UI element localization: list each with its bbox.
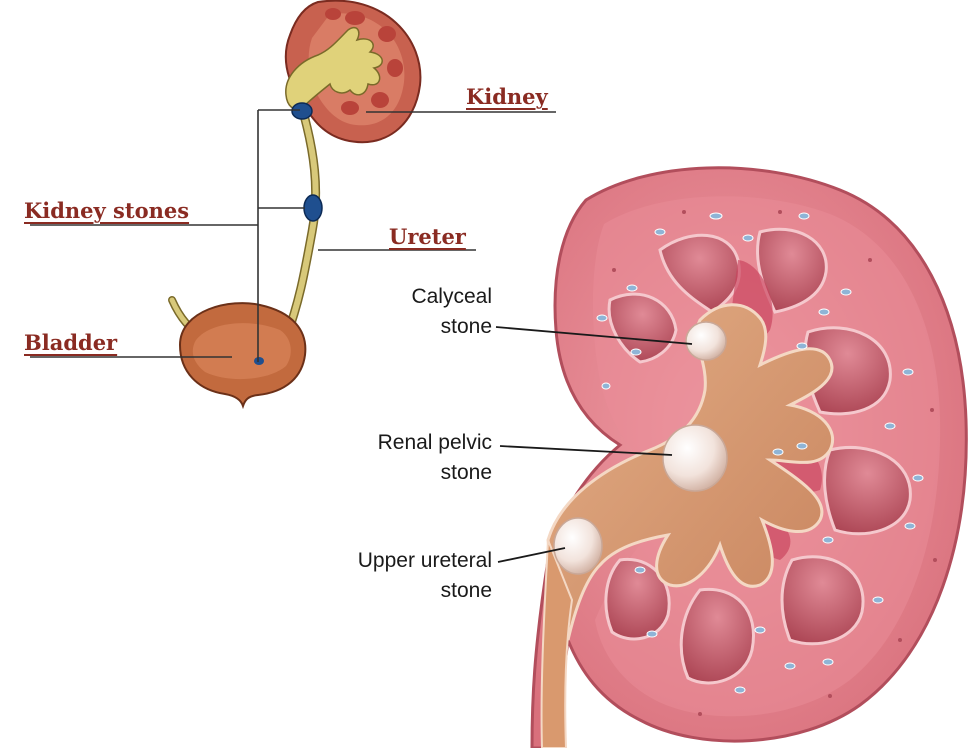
label-calyceal-line2: stone	[440, 315, 492, 338]
stone-leader-lines	[495, 326, 693, 563]
label-calyceal-stone: Calyceal stone	[352, 282, 492, 342]
urinary-tract-overview	[30, 0, 556, 410]
label-calyceal-line1: Calyceal	[411, 285, 492, 308]
kidney-cross-section	[495, 166, 968, 748]
calyceal-stone	[685, 321, 727, 361]
small-kidney-pyramids	[325, 8, 403, 115]
vessel-dots	[596, 212, 924, 694]
label-renal-pelvic-stone: Renal pelvic stone	[320, 428, 492, 488]
label-renal-pelvic-line1: Renal pelvic	[377, 431, 492, 454]
label-kidney-stones: Kidney stones	[24, 198, 190, 223]
label-upper-ureteral-stone: Upper ureteral stone	[292, 546, 492, 606]
upper-ureteral-stone	[553, 517, 603, 575]
label-upper-ureteral-line1: Upper ureteral	[357, 549, 492, 572]
tissue-specks	[612, 210, 937, 716]
stone-marker-ureter	[303, 194, 323, 222]
stone-marker-bladder	[254, 357, 264, 365]
ureter-large	[540, 539, 574, 748]
renal-pelvic-stone	[662, 424, 728, 492]
label-upper-ureteral-line2: stone	[440, 579, 492, 602]
label-ureter: Ureter	[389, 224, 466, 249]
small-renal-pelvis	[285, 26, 383, 110]
label-bladder: Bladder	[24, 330, 118, 355]
stone-marker-kidney	[291, 102, 313, 120]
label-kidney: Kidney	[466, 84, 548, 109]
label-renal-pelvic-line2: stone	[440, 461, 492, 484]
overview-leader-lines	[30, 109, 556, 362]
renal-pyramids	[604, 227, 912, 685]
